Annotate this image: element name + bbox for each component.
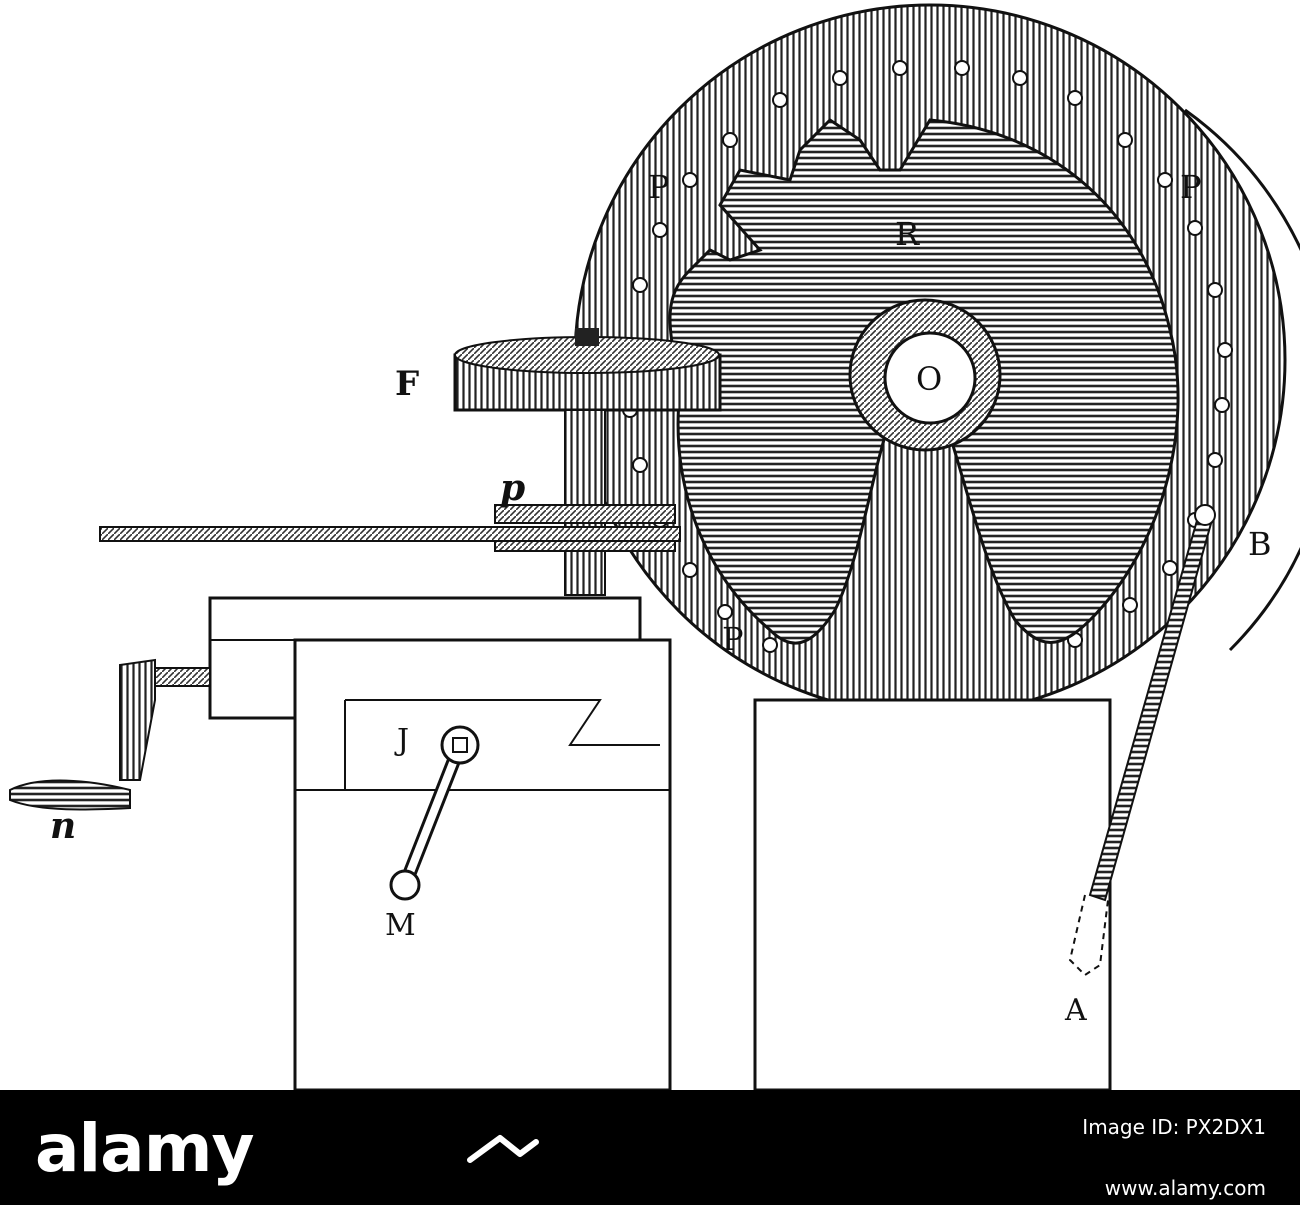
machine-illustration: F R O P P P p B J M A n <box>9 3 1300 1090</box>
rope <box>99 526 681 542</box>
label-M: M <box>385 908 416 943</box>
bevel-gear <box>453 328 722 412</box>
right-stand <box>753 698 1112 1090</box>
label-R: R <box>895 215 920 253</box>
label-F: F <box>395 364 419 404</box>
pawl-lever <box>1068 504 1216 977</box>
label-A: A <box>1064 993 1087 1028</box>
label-J: J <box>394 723 409 758</box>
lever-handle <box>389 725 480 901</box>
label-B: B <box>1248 525 1272 563</box>
site-url: www.alamy.com <box>1104 1176 1266 1200</box>
spindle <box>564 409 606 596</box>
label-P-upper-right: P <box>1180 168 1202 206</box>
label-P-lower: P <box>722 620 744 658</box>
label-p: p <box>500 467 525 509</box>
left-stand <box>293 638 672 1090</box>
label-P-upper-left: P <box>648 168 670 206</box>
logo-mark-icon <box>467 1135 539 1163</box>
crank-handle <box>9 658 211 811</box>
label-n: n <box>50 805 76 847</box>
watermark-footer: alamy Image ID: PX2DX1 www.alamy.com <box>0 1090 1300 1205</box>
image-id-label: Image ID: PX2DX1 <box>1082 1115 1266 1139</box>
label-O: O <box>916 360 942 398</box>
brand-logo: alamy <box>35 1110 254 1187</box>
hub <box>848 298 1002 452</box>
